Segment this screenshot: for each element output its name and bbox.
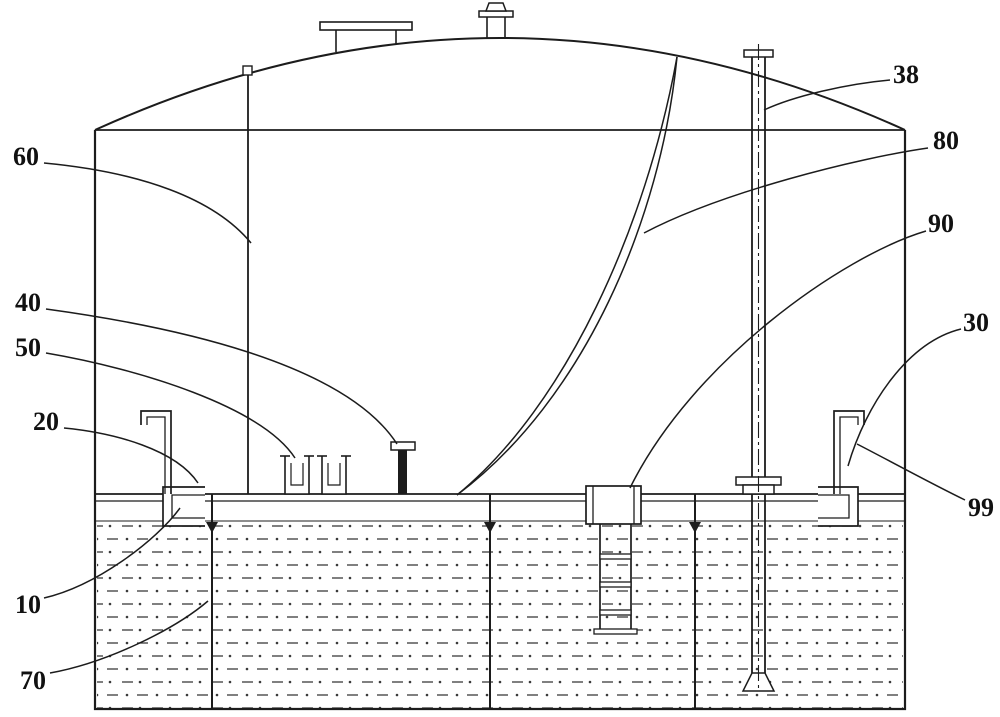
bleeder-vent: [390, 441, 416, 494]
tank-shell: [93, 129, 907, 711]
right-rim-seal: [818, 486, 859, 527]
guide-pole: [242, 65, 253, 494]
deck-manhole-ladder: [585, 485, 642, 635]
ref-label-60: 60: [13, 142, 39, 171]
ref-label-80: 80: [933, 126, 959, 155]
liquid-hatch: [97, 522, 903, 708]
ref-label-30: 30: [963, 308, 989, 337]
roof-manhole: [319, 21, 413, 52]
leader-lines: [43, 79, 966, 674]
stilling-pipe: [735, 44, 782, 692]
ref-label-99: 99: [968, 493, 994, 522]
ref-label-10: 10: [15, 590, 41, 619]
floating-deck: [95, 493, 905, 522]
roof-vent: [478, 2, 514, 38]
ref-label-70: 70: [20, 666, 46, 695]
left-gauge-bracket: [140, 410, 172, 494]
ref-label-38: 38: [893, 60, 919, 89]
deck-clamp-fittings: [280, 455, 351, 495]
ref-label-90: 90: [928, 209, 954, 238]
ref-label-20: 20: [33, 407, 59, 436]
right-gauge-bracket: [833, 410, 865, 494]
dome-roof: [94, 37, 906, 131]
ref-label-50: 50: [15, 333, 41, 362]
ref-label-40: 40: [15, 288, 41, 317]
deck-support-legs: [206, 494, 701, 708]
flexible-hose: [456, 56, 678, 496]
